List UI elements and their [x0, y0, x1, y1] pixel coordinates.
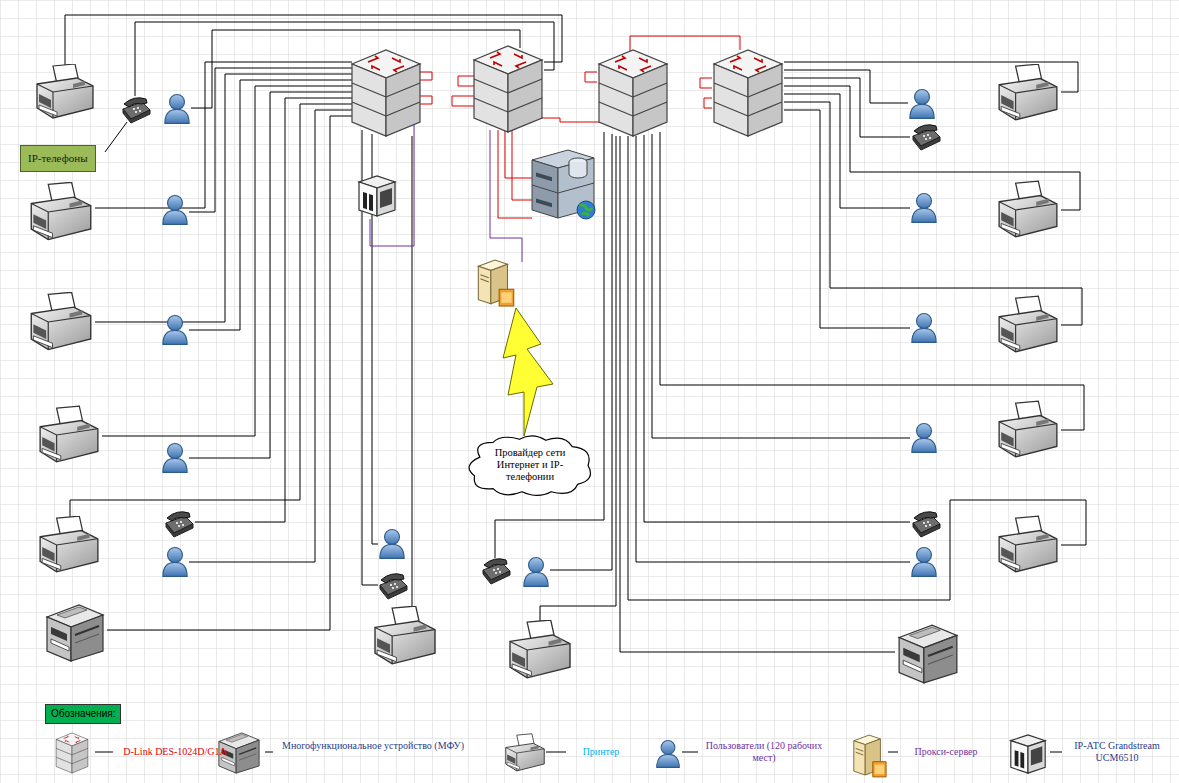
node-text: Провайдер сети Интернет и IP-телефонии [484, 447, 576, 483]
node-text: Обозначения: [51, 708, 115, 720]
network-cable [95, 62, 352, 208]
network-cable [70, 104, 352, 520]
legend-text: Многофункциональное устройство (МФУ) [273, 740, 473, 752]
network-cable [644, 135, 910, 522]
network-cable [636, 136, 910, 562]
legend-heading: Обозначения: [45, 704, 121, 724]
network-cable [784, 110, 910, 328]
node-text: IP-телефоны [28, 152, 88, 165]
provider-cloud: Провайдер сети Интернет и IP-телефонии [464, 434, 596, 497]
network-cable [107, 116, 352, 630]
network-cable [784, 78, 910, 137]
network-cable [412, 136, 413, 608]
network-cable [628, 136, 1086, 600]
network-cable [189, 92, 352, 458]
network-cable [620, 136, 895, 652]
legend-text: D-Link DES-1024D/G1A [115, 746, 235, 758]
label-box: IP-телефоны [20, 145, 96, 172]
legend-text: IP-АТС Grandstream UCM6510 [1062, 740, 1172, 764]
legend-text: Прокси-сервер [898, 746, 994, 758]
network-cable [195, 98, 352, 522]
network-cable [652, 134, 910, 438]
legend-text: Принтер [566, 746, 636, 758]
network-cable [189, 110, 352, 562]
legend-text: Пользователи (120 рабочих мест) [698, 740, 830, 764]
network-cable [95, 74, 352, 322]
network-cable [784, 94, 910, 208]
network-cable [660, 132, 1084, 430]
network-cable [784, 102, 1082, 325]
